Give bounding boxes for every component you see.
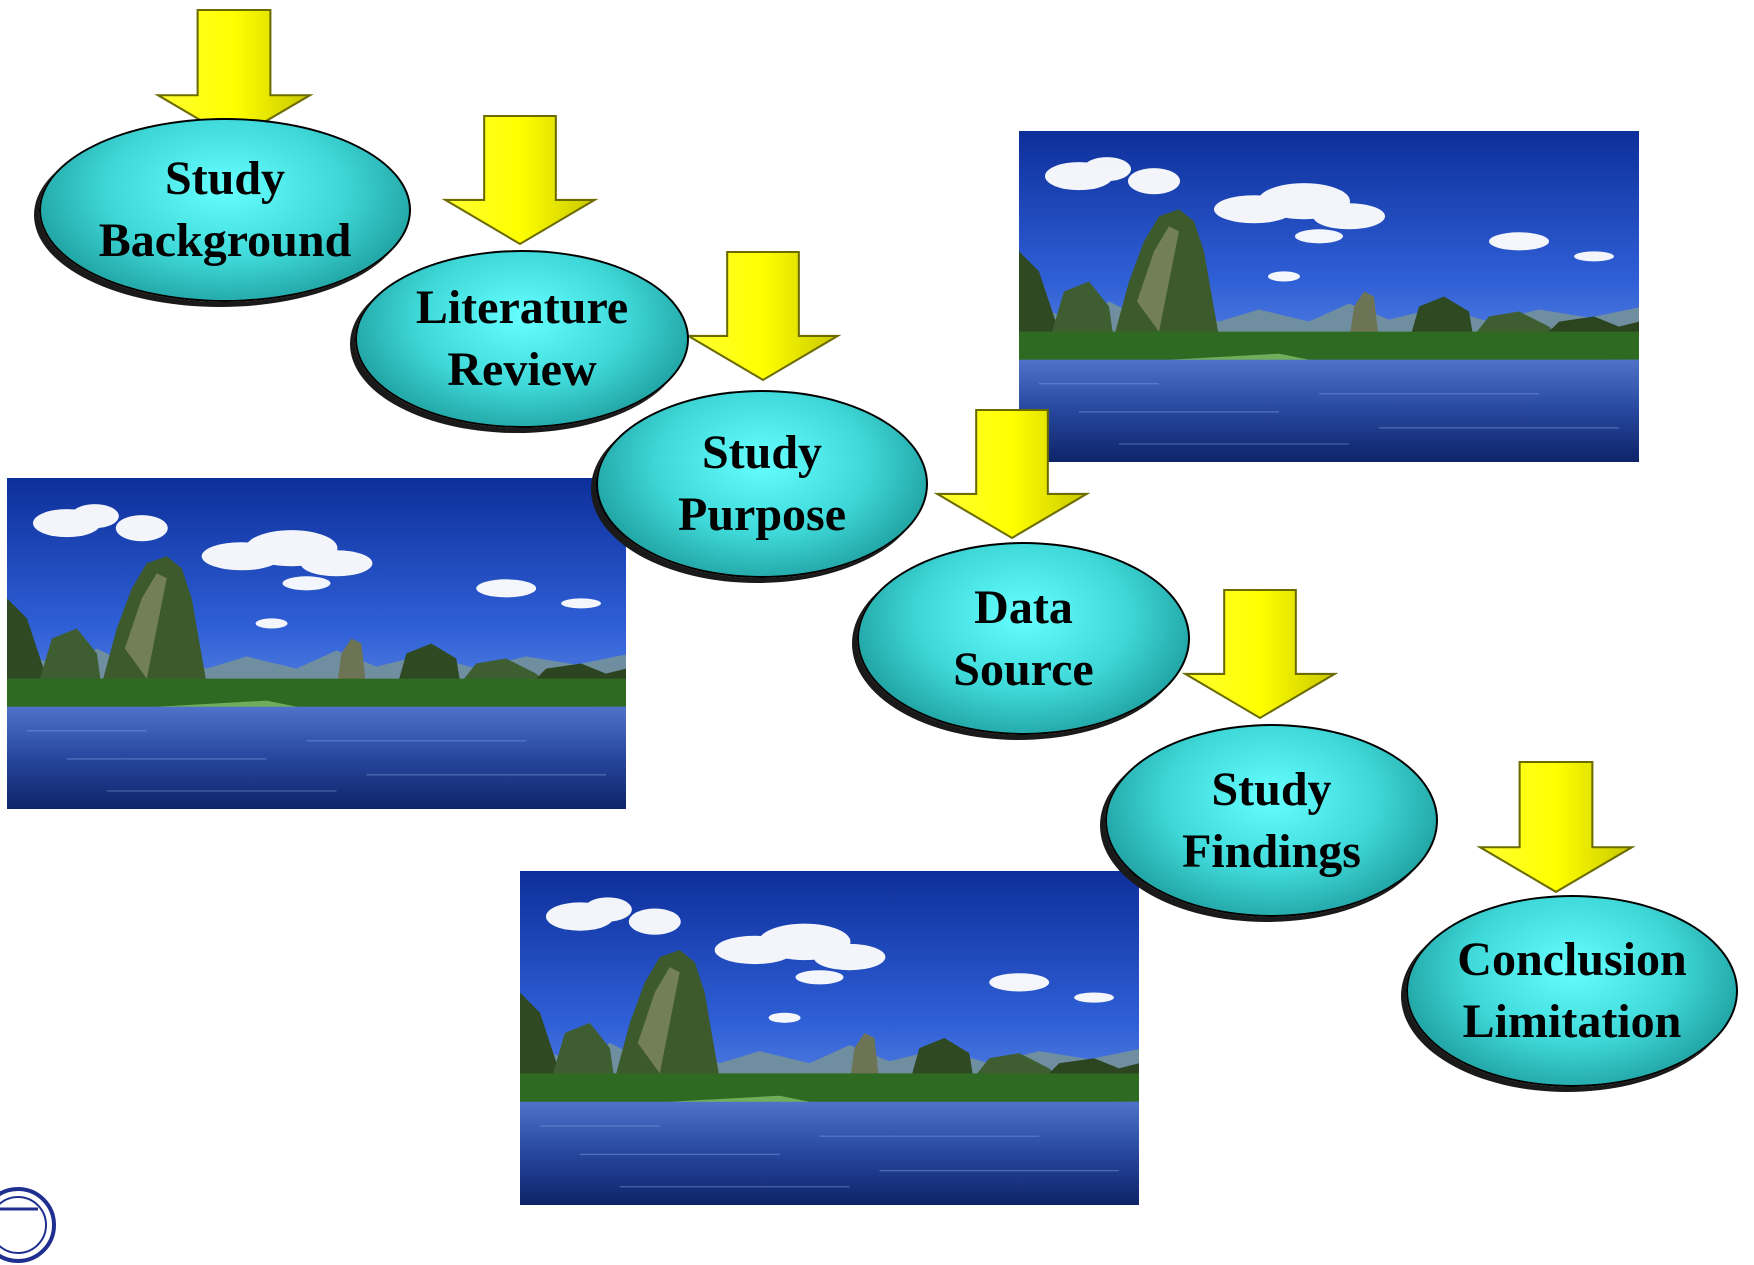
- node-study-purpose: Study Purpose: [596, 390, 928, 578]
- node-label-line: Data: [974, 580, 1073, 634]
- node-literature-review: Literature Review: [355, 250, 689, 428]
- down-arrow-icon: [936, 408, 1088, 539]
- node-label-line: Literature: [415, 281, 629, 334]
- node-label-line: Conclusion: [1457, 933, 1687, 986]
- node-study-findings: Study Findings: [1105, 724, 1438, 917]
- node-label-line: Review: [447, 343, 597, 396]
- down-arrow-icon: [687, 250, 839, 381]
- node-study-background: Study Background: [39, 118, 411, 302]
- node-label-line: Background: [98, 214, 352, 267]
- landscape-image-middle-left: [7, 478, 626, 809]
- down-arrow-icon: [1184, 588, 1336, 719]
- node-data-source: Data Source: [857, 542, 1190, 735]
- down-arrow-icon: [1479, 760, 1633, 893]
- university-seal-icon: [0, 1187, 56, 1263]
- node-conclusion-limitation: Conclusion Limitation: [1406, 895, 1738, 1087]
- node-label-line: Study: [701, 426, 823, 479]
- landscape-image-top-right: [1019, 131, 1639, 462]
- node-label-line: Study: [164, 152, 286, 205]
- landscape-image-bottom-center: [520, 871, 1139, 1205]
- down-arrow-icon: [444, 114, 596, 245]
- node-label-line: Purpose: [678, 488, 846, 541]
- node-label-line: Findings: [1182, 824, 1361, 878]
- node-label-line: Limitation: [1462, 995, 1682, 1048]
- node-label-line: Source: [953, 642, 1094, 696]
- node-label-line: Study: [1211, 762, 1332, 816]
